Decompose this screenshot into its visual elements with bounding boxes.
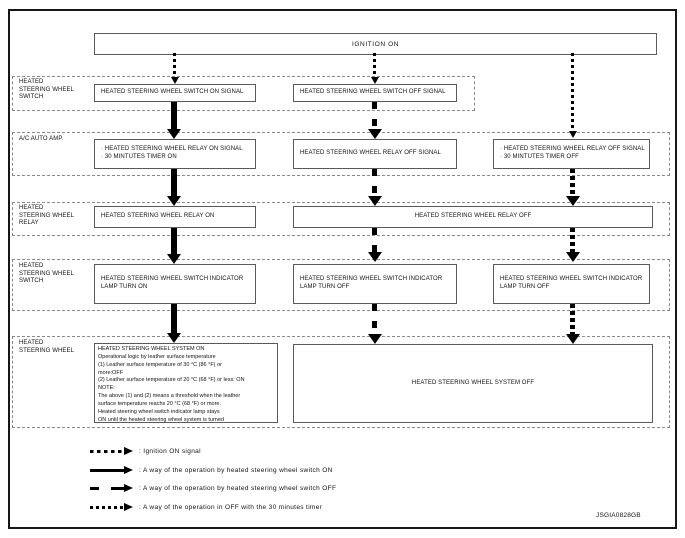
arrow-off-row2-row3 [372,169,377,196]
arrow-off-row3-row4 [372,228,377,252]
box-indicator-lamp-off-right: HEATED STEERING WHEEL SWITCH INDICATOR L… [493,264,650,304]
arrow-timer-row3-row4 [570,228,575,252]
legend-arrow-ignition-icon [90,449,124,453]
legend-arrow-solid-icon [90,468,124,472]
box-relay-off-signal: HEATED STEERING WHEEL RELAY OFF SIGNAL [293,139,457,169]
label-heated-steering-wheel-switch-2: HEATED STEERING WHEEL SWITCH [19,263,75,285]
arrow-on-row2-row3 [171,169,177,196]
arrow-ignition-to-switch-on [173,53,176,77]
box-switch-on-signal: HEATED STEERING WHEEL SWITCH ON SIGNAL [94,84,256,102]
box-system-on-logic: HEATED STEERING WHEEL SYSTEM ON Operatio… [94,343,278,423]
diagram-outer-border [8,9,677,529]
arrow-off-row1-row2 [372,102,377,129]
box-switch-off-signal: HEATED STEERING WHEEL SWITCH OFF SIGNAL [293,84,457,102]
arrow-on-row3-row4 [171,228,177,254]
box-indicator-lamp-off-mid: HEATED STEERING WHEEL SWITCH INDICATOR L… [293,264,457,304]
legend-label-switch-on: : A way of the operation by heated steer… [139,466,333,474]
row-ac-auto-amp-region [12,132,670,176]
label-heated-steering-wheel-relay: HEATED STEERING WHEEL RELAY [19,205,75,227]
figure-code: JSGIA0828GB [596,512,641,519]
arrow-ignition-to-switch-off [373,53,376,77]
legend-item-timer: : A way of the operation in OFF with the… [90,502,322,512]
box-relay-off: HEATED STEERING WHEEL RELAY OFF [293,206,653,228]
legend-item-switch-off: : A way of the operation by heated steer… [90,483,336,493]
legend-arrow-dotted-icon [90,505,124,509]
arrow-timer-row4-row5 [570,304,575,334]
arrow-timer-row2-row3 [570,169,575,196]
label-heated-steering-wheel-switch-1: HEATED STEERING WHEEL SWITCH [19,79,75,101]
legend-item-switch-on: : A way of the operation by heated steer… [90,465,333,475]
arrow-off-row4-row5 [372,304,377,334]
row-indicator-lamp-region [12,259,670,311]
legend-label-timer: : A way of the operation in OFF with the… [139,503,323,511]
box-indicator-lamp-on: HEATED STEERING WHEEL SWITCH INDICATOR L… [94,264,256,304]
box-relay-on: HEATED STEERING WHEEL RELAY ON [94,206,256,228]
row-switch-signal-region [12,76,475,111]
box-relay-off-signal-timer-off: · HEATED STEERING WHEEL RELAY OFF SIGNAL… [493,139,650,169]
ignition-on-box: IGNITION ON [94,33,657,55]
row-system-region [12,336,670,428]
row-relay-region [12,202,670,236]
box-system-off: HEATED STEERING WHEEL SYSTEM OFF [293,344,653,423]
legend-arrow-long-dash-icon [90,486,124,490]
arrow-on-row4-row5 [171,304,177,333]
label-heated-steering-wheel: HEATED STEERING WHEEL [19,340,75,354]
label-ac-auto-amp: A/C AUTO AMP. [19,136,64,142]
legend-item-ignition: : Ignition ON signal [90,446,201,456]
arrow-ignition-to-timer-column [571,53,574,131]
legend-label-switch-off: : A way of the operation by heated steer… [139,484,337,492]
box-relay-on-signal-timer-on: · HEATED STEERING WHEEL RELAY ON SIGNAL … [94,139,256,169]
legend-label-ignition: : Ignition ON signal [139,447,201,455]
arrow-on-row1-row2 [171,102,177,129]
